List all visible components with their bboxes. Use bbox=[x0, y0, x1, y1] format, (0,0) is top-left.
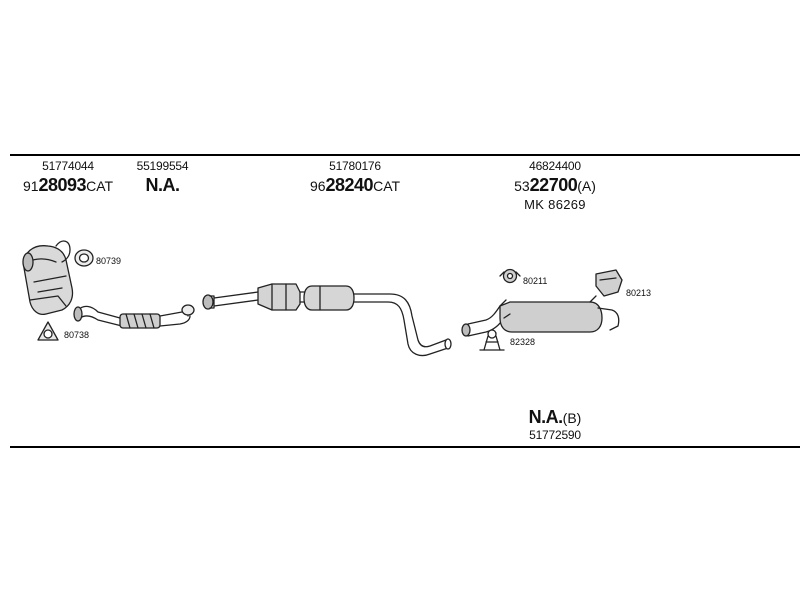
front-pipe bbox=[73, 304, 195, 329]
part-number: 9628240CAT bbox=[309, 175, 401, 195]
rear-silencer bbox=[461, 295, 620, 337]
part-ref-number: 51780176 bbox=[329, 159, 381, 173]
callout-80739: 80739 bbox=[96, 256, 121, 266]
bottom-rule bbox=[10, 446, 800, 448]
gasket-80739 bbox=[74, 249, 94, 267]
top-rule bbox=[10, 154, 800, 156]
part-ref-number: 46824400 bbox=[529, 159, 581, 173]
clamp-82328 bbox=[479, 329, 505, 351]
bracket-80213 bbox=[595, 269, 623, 297]
part-number: N.A.(B) bbox=[528, 407, 582, 427]
part-ref-number: 55199554 bbox=[136, 159, 189, 173]
kit-number: MK 86269 bbox=[524, 197, 586, 212]
footer-part: N.A.(B) 51772590 bbox=[505, 408, 605, 441]
callout-80211: 80211 bbox=[523, 276, 547, 286]
part-ref-number: 51772590 bbox=[529, 428, 581, 442]
part-number: 9128093CAT bbox=[22, 175, 114, 195]
catalytic-converter bbox=[202, 283, 313, 311]
exhaust-manifold-catalyst bbox=[22, 240, 74, 316]
part-column-4: 46824400 5322700(A) MK 86269 bbox=[500, 160, 610, 211]
callout-82328: 82328 bbox=[510, 337, 535, 347]
mounting-rubber-80211 bbox=[499, 268, 521, 284]
part-number: 5322700(A) bbox=[514, 175, 596, 195]
part-column-3: 51780176 9628240CAT bbox=[300, 160, 410, 194]
part-column-2: 55199554 N.A. bbox=[125, 160, 200, 194]
callout-80213: 80213 bbox=[626, 288, 651, 298]
centre-silencer bbox=[303, 285, 452, 357]
part-column-1: 51774044 9128093CAT bbox=[18, 160, 118, 194]
callout-80738: 80738 bbox=[64, 330, 89, 340]
part-number: N.A. bbox=[145, 175, 181, 195]
gasket-80738 bbox=[37, 321, 59, 341]
part-ref-number: 51774044 bbox=[42, 159, 94, 173]
